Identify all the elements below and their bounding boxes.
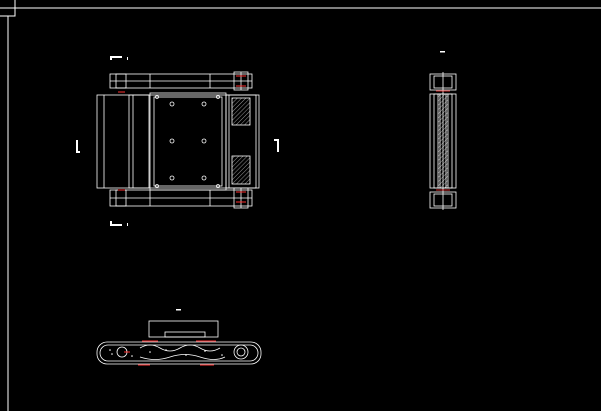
front-view-tag [176, 309, 181, 311]
mounting-holes [155, 95, 220, 188]
main-body [96, 92, 260, 191]
hatched-blocks [231, 97, 251, 185]
bottom-rail [109, 187, 253, 209]
red-markers [118, 75, 246, 203]
section-marker-dots [127, 57, 128, 226]
top-view[interactable] [76, 56, 279, 226]
top-rail [109, 71, 253, 91]
front-view[interactable] [96, 309, 262, 366]
side-view[interactable] [429, 51, 457, 210]
side-view-tag [440, 51, 445, 53]
section-marker-top [76, 56, 279, 226]
